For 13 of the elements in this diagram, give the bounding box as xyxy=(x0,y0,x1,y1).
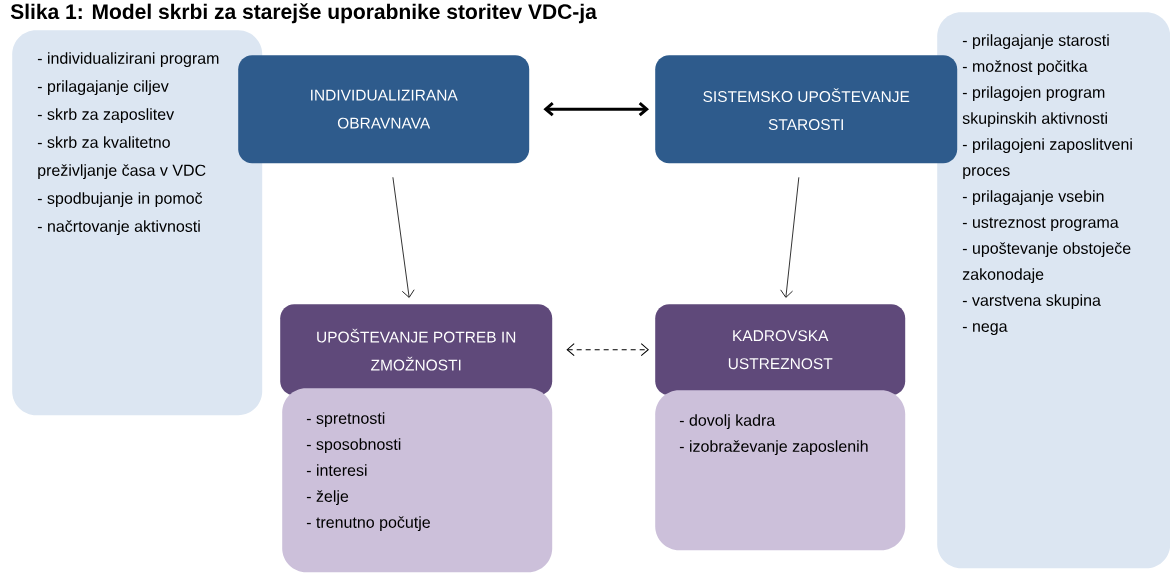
heading-box: INDIVIDUALIZIRANA OBRAVNAVA xyxy=(238,55,530,164)
heading-box: KADROVSKA USTREZNOST xyxy=(655,304,906,396)
heading-box: SISTEMSKO UPOŠTEVANJE STAROSTI xyxy=(655,55,958,164)
list-box: - individualizirani program - prilagajanje ciljev - skrb za zaposlitev - skrb za kvalitetno preživljanje časa v VDC - spodbujanje in pomoč - načrtovanje aktivnosti xyxy=(12,30,263,416)
heading-box: UPOŠTEVANJE POTREB IN ZMOŽNOSTI xyxy=(280,304,553,396)
arrow xyxy=(780,176,800,298)
list-box: - spretnosti - sposobnosti - interesi - želje - trenutno počutje xyxy=(282,388,553,573)
title: Slika 1: Model skrbi za starejše uporabnike storitev VDC-ja xyxy=(10,3,597,24)
arrow xyxy=(566,343,649,357)
arrow xyxy=(392,176,415,298)
list-box: - dovolj kadra - izobraževanje zaposlenih xyxy=(655,390,906,551)
list-box: - prilagajanje starosti - možnost počitka - prilagojen program skupinskih aktivnosti - prilagojeni zaposlitveni proces - prilagajanje vsebin - ustreznost programa - upoštevanje obstoječe zakonodaje - varstvena skupina - nega xyxy=(937,12,1170,569)
arrow xyxy=(543,102,649,117)
